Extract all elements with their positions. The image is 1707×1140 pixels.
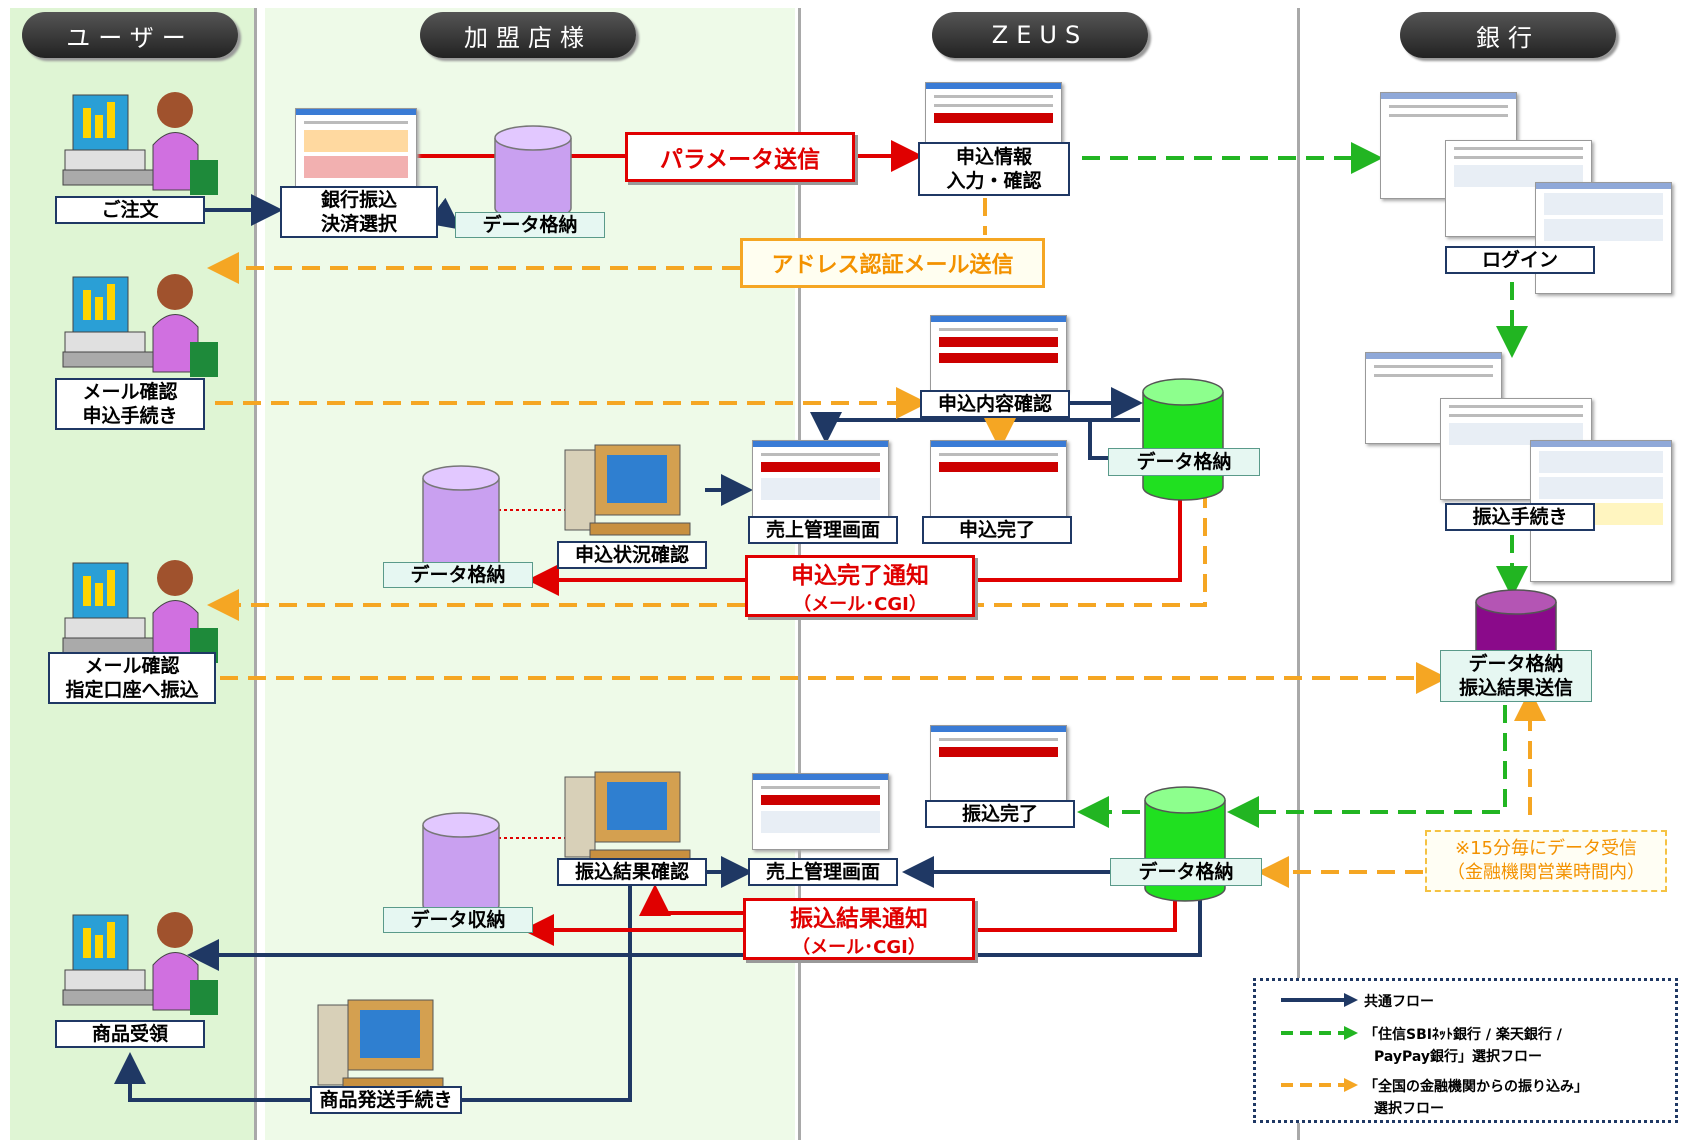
bank-data-store-send-label: データ格納 振込結果送信 (1440, 650, 1592, 702)
legend-green-line1: 「住信SBIﾈｯﾄ銀行 / 楽天銀行 / (1364, 1027, 1562, 1043)
web-screen-thumbnail-icon (925, 82, 1062, 149)
step-apply-info: 申込情報 入力・確認 (918, 142, 1070, 196)
step-goods-receive: 商品受領 (55, 1020, 205, 1048)
user-at-computer-icon (62, 92, 218, 195)
merchant-data-store-label: データ格納 (455, 212, 605, 238)
legend-green-line2: PayPay銀行」選択フロー (1374, 1049, 1543, 1065)
legend-swatches (1281, 993, 1358, 1092)
address-mail-label: アドレス認証メール送信 (740, 238, 1045, 288)
web-screen-thumbnail-icon (295, 108, 417, 190)
merchant-data-receive-label: データ収納 (383, 907, 533, 933)
web-screen-thumbnail-icon (930, 315, 1067, 392)
web-screen-thumbnail-icon (930, 725, 1067, 802)
database-cylinder-icon (422, 465, 500, 581)
web-screen-thumbnail-icon (1535, 182, 1672, 294)
database-cylinder-icon (494, 125, 572, 221)
database-cylinder-icon (1142, 378, 1224, 501)
zeus-data-store-label-2: データ格納 (1110, 858, 1262, 886)
desktop-computer-icon (317, 999, 444, 1091)
user-at-computer-icon (62, 912, 218, 1015)
web-screen-thumbnail-icon (930, 440, 1067, 517)
legend-common: 共通フロー (1364, 994, 1434, 1010)
step-bank-transfer-select: 銀行振込 決済選択 (280, 186, 438, 238)
step-mail-confirm-apply: メール確認 申込手続き (55, 378, 205, 430)
database-cylinder-icon (422, 812, 500, 918)
step-apply-done: 申込完了 (922, 516, 1072, 544)
step-transfer-done: 振込完了 (925, 800, 1075, 828)
zeus-data-store-label-1: データ格納 (1108, 448, 1260, 476)
desktop-computer-icon (564, 771, 691, 863)
merchant-data-store-label-2: データ格納 (383, 562, 533, 588)
step-apply-status-confirm: 申込状況確認 (557, 541, 707, 569)
step-mail-confirm-transfer: メール確認 指定口座へ振込 (48, 652, 216, 704)
step-sales-mgmt-2: 売上管理画面 (748, 858, 898, 886)
transfer-result-notice-label: 振込結果通知（メール･CGI） (743, 898, 975, 960)
step-apply-content-confirm: 申込内容確認 (920, 390, 1070, 418)
legend: 共通フロー 「住信SBIﾈｯﾄ銀行 / 楽天銀行 / PayPay銀行」選択フロ… (1253, 978, 1678, 1123)
apply-done-notice-label: 申込完了通知（メール･CGI） (745, 555, 975, 617)
param-send-label: パラメータ送信 (625, 132, 855, 182)
step-login: ログイン (1445, 246, 1595, 274)
lane-separator (1297, 8, 1300, 1140)
lane-header-user: ユーザー (22, 12, 238, 58)
lane-header-zeus: ZEUS (932, 12, 1148, 58)
step-ship-procedure: 商品発送手続き (310, 1086, 462, 1114)
step-transfer-result-confirm: 振込結果確認 (557, 858, 707, 886)
step-transfer-procedure: 振込手続き (1445, 503, 1595, 531)
user-at-computer-icon (62, 560, 218, 663)
lane-header-bank: 銀行 (1400, 12, 1616, 58)
lane-separator (254, 8, 257, 1140)
step-sales-mgmt-1: 売上管理画面 (748, 516, 898, 544)
desktop-computer-icon (564, 444, 691, 536)
step-order: ご注文 (55, 196, 205, 224)
lane-header-merchant: 加盟店様 (420, 12, 636, 58)
legend-orange-line1: 「全国の金融機関からの振り込み」 (1364, 1079, 1588, 1095)
web-screen-thumbnail-icon (752, 773, 889, 850)
receive-schedule-note: ※15分毎にデータ受信 （金融機関営業時間内） (1425, 830, 1667, 892)
web-screen-thumbnail-icon (752, 440, 889, 517)
legend-orange-line2: 選択フロー (1374, 1101, 1444, 1117)
user-at-computer-icon (62, 274, 218, 377)
